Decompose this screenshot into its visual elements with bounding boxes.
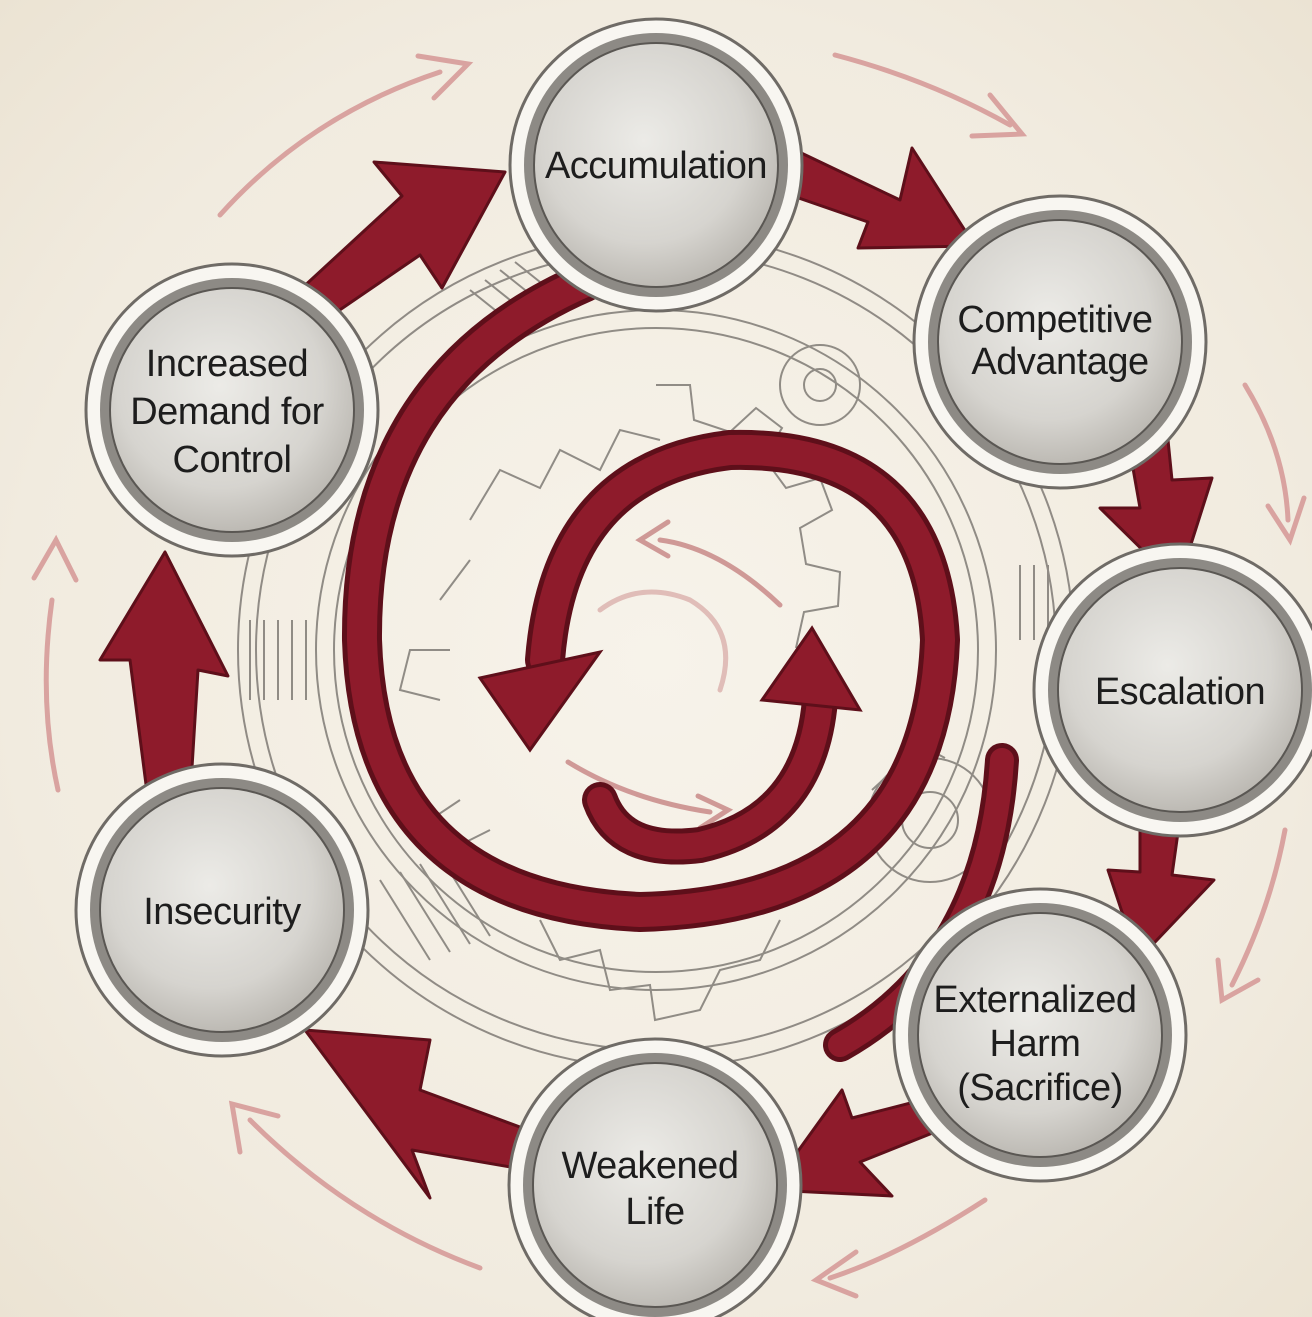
node-competitive-line-2: Advantage <box>971 341 1148 383</box>
node-competitive-line-1: Competitive <box>957 299 1152 341</box>
node-demand-line-2: Demand for <box>130 391 324 433</box>
node-insecurity-face <box>99 787 345 1033</box>
node-escalation-label: Escalation <box>1095 671 1265 713</box>
gear-top-right-hub <box>803 368 837 402</box>
inner-swirl <box>565 519 783 831</box>
node-demand-line-3: Control <box>173 439 292 481</box>
node-weakened-face <box>532 1062 778 1308</box>
node-externalized-face <box>917 912 1163 1158</box>
hatch-strip-left <box>249 620 307 700</box>
spiral-center-arc-fill <box>587 687 833 860</box>
node-escalation: Escalation <box>1032 542 1312 838</box>
node-externalized-harm: Externalized Harm (Sacrifice) <box>892 887 1188 1183</box>
hatch-strip-right <box>1019 565 1049 640</box>
faint-arrow-left-head <box>31 534 79 583</box>
node-accumulation-face <box>533 42 779 288</box>
inner-swirl-bottom-head <box>695 793 734 831</box>
faint-arrow-right-lower <box>1229 827 1288 988</box>
inner-swirl-top-head <box>635 519 671 559</box>
faint-arrow-top-right-head <box>969 92 1028 139</box>
node-escalation-line-1: Escalation <box>1095 671 1265 713</box>
node-externalized-line-3: (Sacrifice) <box>957 1067 1123 1109</box>
gear-teeth-left <box>398 428 661 852</box>
node-insecurity: Insecurity <box>74 762 370 1058</box>
spiral-arrowhead-left <box>477 649 604 753</box>
arrow-demand-to-accumulation <box>298 160 507 320</box>
faint-arrow-top-left <box>217 69 443 218</box>
arrow-accumulation-to-competitive <box>788 146 977 250</box>
spiral-arrowhead-right <box>759 625 863 712</box>
node-demand-face <box>109 287 355 533</box>
gear-teeth-bottom <box>539 919 781 1022</box>
node-weakened-life: Weakened Life <box>507 1037 803 1317</box>
node-accumulation-label: Accumulation <box>545 145 767 187</box>
faint-arrow-right-upper-head <box>1265 495 1307 546</box>
arrow-externalized-to-weakened <box>768 1088 942 1198</box>
inner-swirl-top <box>657 537 783 608</box>
node-demand-label: Increased Demand for Control <box>130 343 334 481</box>
faint-arrow-right-upper <box>1242 382 1291 523</box>
inner-ring-line <box>333 327 979 973</box>
node-insecurity-label: Insecurity <box>143 891 301 933</box>
node-weakened-label: Weakened Life <box>561 1145 748 1233</box>
faint-arrow-bottom-right <box>827 1197 988 1281</box>
faint-arrow-left <box>43 597 61 793</box>
node-externalized-line-1: Externalized <box>933 979 1136 1021</box>
node-competitive-face <box>937 219 1183 465</box>
node-weakened-line-1: Weakened <box>561 1145 738 1187</box>
arrow-insecurity-to-demand <box>98 550 230 802</box>
node-competitive-label: Competitive Advantage <box>957 299 1162 383</box>
node-increased-demand: Increased Demand for Control <box>84 262 380 558</box>
hatch-strip-bottom-left <box>379 855 491 961</box>
inner-swirl-bottom <box>565 759 713 815</box>
inner-swirl-core <box>597 589 729 693</box>
faint-arrow-top-left-head <box>415 53 474 101</box>
faint-arrow-bottom-left-head <box>228 1100 281 1155</box>
outer-flow-arrows <box>31 52 1307 1299</box>
node-accumulation-line-1: Accumulation <box>545 145 767 187</box>
node-demand-line-1: Increased <box>146 343 308 385</box>
spiral-outer-band-fill <box>346 267 956 928</box>
gear-top-right-icon <box>779 344 861 426</box>
node-accumulation: Accumulation <box>508 17 804 313</box>
node-externalized-line-2: Harm <box>990 1023 1081 1065</box>
node-insecurity-line-1: Insecurity <box>143 891 301 933</box>
spiral-arrowheads <box>477 625 863 753</box>
large-gear-icon <box>656 384 842 649</box>
central-spiral <box>341 262 1019 1062</box>
arrow-weakened-to-insecurity <box>303 1028 530 1200</box>
faint-arrow-bottom-right-head <box>810 1249 859 1299</box>
faint-arrow-right-lower-head <box>1215 957 1261 1005</box>
node-competitive-advantage: Competitive Advantage <box>912 194 1208 490</box>
node-externalized-label: Externalized Harm (Sacrifice) <box>933 979 1146 1109</box>
faint-arrow-bottom-left <box>247 1117 483 1271</box>
node-weakened-line-2: Life <box>625 1191 684 1233</box>
faint-arrow-top-right <box>832 52 1013 128</box>
node-escalation-face <box>1057 567 1303 813</box>
